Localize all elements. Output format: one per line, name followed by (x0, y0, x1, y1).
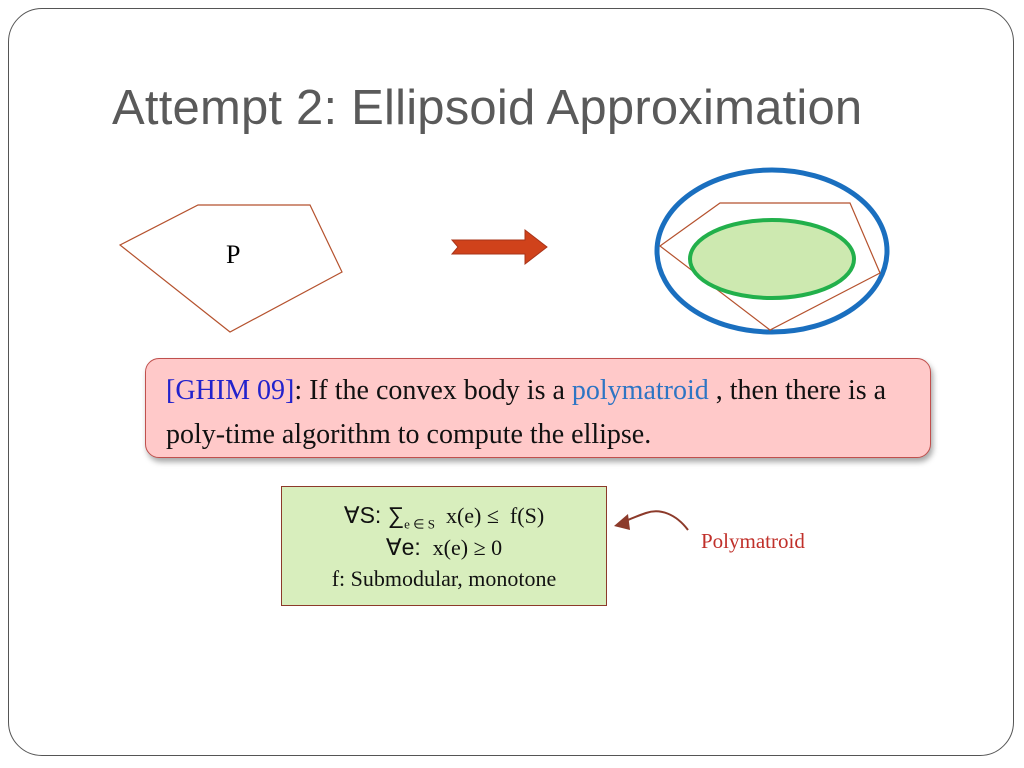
constraint-1-body: x(e) ≤ f(S) (434, 503, 545, 528)
callout-text-after: , then there is a poly-time algorithm to… (166, 375, 887, 450)
polymatroid-label: Polymatroid (701, 529, 805, 553)
constraints-box: ∀S: ∑e ∈ S x(e) ≤ f(S) ∀e: x(e) ≥ 0 f: S… (281, 486, 607, 606)
forall-e: ∀e: (385, 534, 428, 560)
forall-s: ∀S: (343, 502, 388, 528)
callout-text-before: : If the convex body is a (294, 375, 572, 406)
theorem-callout: [GHIM 09]: If the convex body is a polym… (145, 358, 931, 458)
constraint-2-body: x(e) ≥ 0 (427, 535, 503, 560)
inscribed-polytope (658, 202, 881, 331)
pointer-arrowhead (614, 514, 630, 530)
polytope-label: P (226, 240, 241, 269)
outer-ellipse (654, 167, 890, 335)
right-arrow (450, 228, 548, 266)
constraint-line-3: f: Submodular, monotone (331, 566, 557, 591)
citation-text: [GHIM 09] (166, 375, 295, 406)
constraint-line-1: ∀S: ∑e ∈ S x(e) ≤ f(S) (282, 499, 606, 531)
inner-ellipse (688, 218, 856, 300)
sum-subscript: e ∈ S (404, 516, 435, 532)
constraint-line-2: ∀e: x(e) ≥ 0 (282, 531, 606, 563)
slide-title: Attempt 2: Ellipsoid Approximation (112, 81, 863, 135)
callout-keyword: polymatroid (571, 375, 709, 406)
polytope-p (118, 204, 343, 333)
sum-symbol: ∑ (387, 502, 405, 528)
